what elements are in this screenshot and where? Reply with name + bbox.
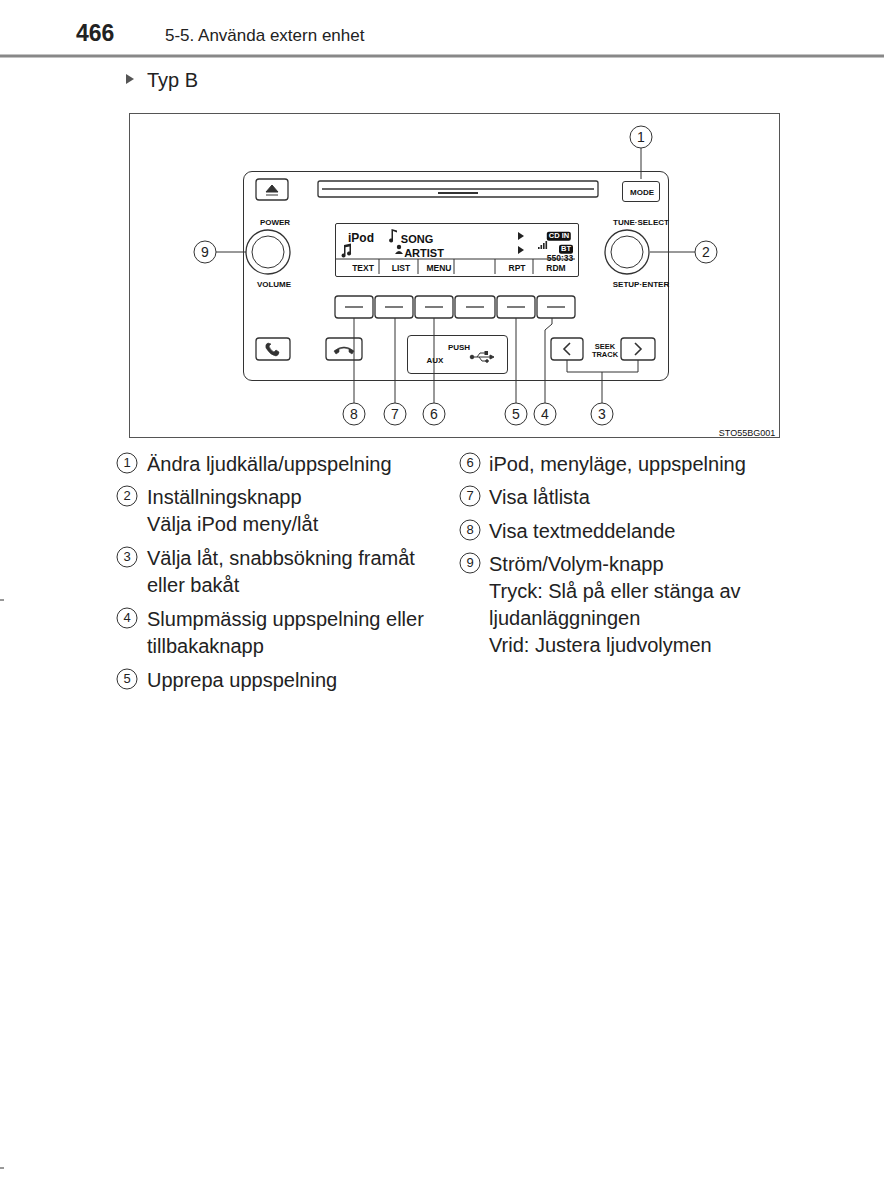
eject-button [256,179,288,200]
seek-back-button [551,338,583,360]
list-number: 7 [466,489,473,504]
panel-text: AUX [427,356,444,365]
display-icons [342,229,548,257]
panel-text: CD IN [547,232,571,241]
panel-text: SETUP·ENTER [613,280,669,289]
phone-icon [266,343,279,356]
panel-text: SEEK TRACK [589,343,621,359]
panel-text: RDM [546,264,565,274]
callout-number: 6 [430,406,438,422]
cd-slot-mark [438,192,478,194]
panel-text: BT [559,245,573,254]
display-divider [335,259,575,260]
list-number: 5 [123,672,130,687]
list-text: Upprepa uppspelning [147,667,337,694]
page-number: 466 [76,20,114,47]
soft-buttons [335,296,575,318]
callout-number: 1 [637,129,645,145]
callout-number: 9 [201,244,209,260]
callout-circles [194,126,717,425]
volume-knob [246,230,290,274]
panel-text: MODE [630,188,654,197]
panel-text: RPT [509,264,526,274]
list-number: 4 [123,611,130,626]
usb-symbol [470,352,494,363]
list-text: Visa låtlista [489,484,590,511]
phone-pickup-button [256,338,290,360]
panel-text: LIST [392,264,410,274]
panel-text: MENU [426,264,451,274]
list-number: 1 [123,456,130,471]
seek-forward-arrow [635,343,641,355]
callout-number: 5 [512,406,520,422]
panel-text: POWER [260,218,290,227]
panel-text: STO55BG001 [719,428,775,438]
panel-text: iPod [348,232,374,246]
list-number: 3 [123,550,130,565]
margin-mark [0,1168,4,1169]
list-text: Tryck: Slå på eller stänga av ljudanlägg… [489,578,784,632]
softkey-dividers [379,259,533,274]
header-rule [0,55,884,58]
aux-usb-port: PUSH AUX [407,335,508,374]
callout-number: 7 [391,406,399,422]
list-text: Visa textmeddelande [489,518,675,545]
mode-button: MODE [622,181,660,202]
leader-lines [216,148,695,403]
callout-number: 3 [598,406,606,422]
list-text: Inställningsknapp [147,484,302,511]
list-number: 9 [466,556,473,571]
callout-number: 2 [702,244,710,260]
cd-slot [318,181,598,197]
panel-text: TUNE·SELECT [613,218,669,227]
list-text: Ändra ljudkälla/uppspelning [147,451,392,478]
volume-knob-inner [252,236,284,268]
list-number: 2 [123,489,130,504]
section-marker [126,74,134,84]
callout-number: 4 [541,406,549,422]
list-text: iPod, menyläge, uppspelning [489,451,746,478]
panel-text: SONG [401,233,433,246]
eject-symbol [266,185,278,195]
panel-text: 550:33 [547,254,573,264]
display-screen: iPod SONGARTIST TEXT LIST MENU RPT RDM CD IN BT5… [335,223,579,277]
tune-knob-inner [611,236,643,268]
list-text: Välja iPod meny/låt [147,511,318,538]
list-number: 6 [466,456,473,471]
section-header: 5-5. Använda extern enhet [165,26,364,46]
hangup-icon [334,347,354,354]
list-text: Ström/Volym-knapp [489,551,664,578]
list-text: Slumpmässig uppspelning eller tillbakakn… [147,606,452,660]
list-number-circles [117,453,480,689]
cd-slot-line [322,188,594,189]
panel-text: TEXT [352,264,374,274]
seek-forward-button [621,338,655,360]
panel-text: PUSH [448,343,470,352]
panel-text: ARTIST [404,247,444,260]
list-number: 8 [466,523,473,538]
phone-hangup-button [326,338,362,360]
radio-panel: POWER VOLUME TUNE·SELECT SETUP·ENTER SEEK TR… [243,171,669,381]
figure-frame: STO55BG001 POWER VOLUME TUNE·SELECT SETUP·EN… [129,113,780,438]
panel-text: VOLUME [257,280,291,289]
type-heading: Typ B [147,67,198,94]
list-text: Välja låt, snabbsökning framåt eller bak… [147,545,447,599]
seek-back-arrow [564,343,570,355]
margin-mark [0,600,4,601]
list-text: Vrid: Justera ljudvolymen [489,632,712,659]
tune-knob [605,230,649,274]
callout-number: 8 [350,406,358,422]
